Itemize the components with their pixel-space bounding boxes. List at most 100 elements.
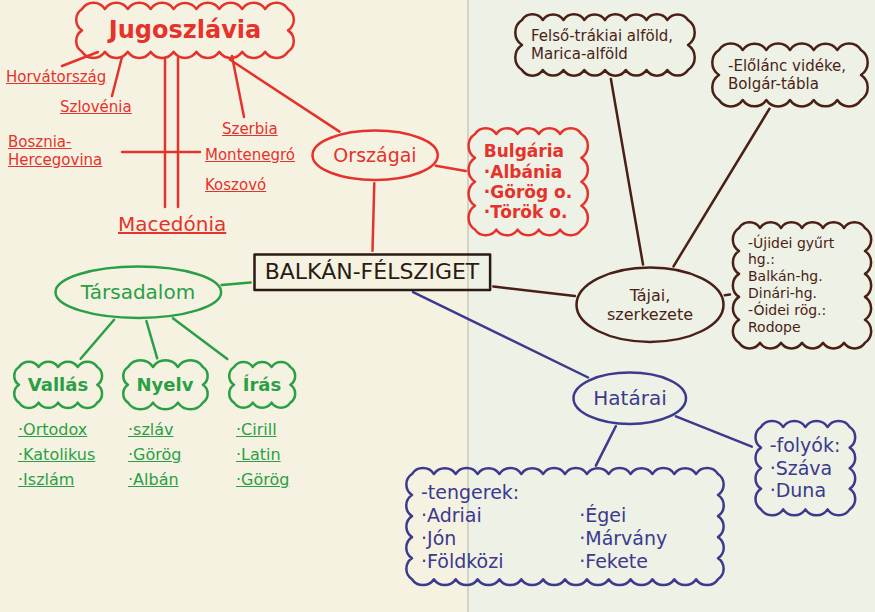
country-label: Koszovó [205,176,266,194]
outline-shape [55,266,221,317]
node-text: ·Albánia [484,162,572,182]
node-text: BALKÁN-FÉLSZIGET [265,259,480,285]
branch-connector [436,166,466,171]
node-content: Bulgária·Albánia·Görög o.·Török o. [484,141,572,223]
branch-line [122,151,200,154]
branch-line [62,52,98,66]
subtopic-cloud: Nyelv [121,360,210,410]
node-text: Nyelv [137,374,194,396]
branch-connector [611,79,643,265]
node-text: Felső-trákiai alföld, [531,27,679,45]
region-cloud: Felső-trákiai alföld,Marica-alföld [515,13,695,77]
region-cloud: -Előlánc vidéke,Bolgár-tábla [712,43,868,107]
list-item: ·Latin [236,445,281,464]
node-content: Jugoszlávia [91,16,279,45]
node-text: Írás [243,374,281,396]
branch-connector [676,416,752,446]
node-content: Tájai, szerkezete [600,286,700,324]
outline-shape [229,362,295,408]
node-text: Tájai, szerkezete [600,286,700,324]
outline-shape [515,14,694,75]
list-item: ·Cirill [236,420,277,439]
topic-oval: Határai [572,371,687,425]
right-page [468,0,875,612]
branch-connector [413,292,588,377]
outline-shape [123,360,207,409]
topic-oval: Társadalom [54,265,223,319]
node-text: ·Márvány [579,527,709,550]
node-text: ·Földközi [421,550,545,573]
country-label: Szerbia [222,120,278,138]
node-content: BALKÁN-FÉLSZIGET [265,259,480,285]
outline-shape [574,372,686,423]
outline-shape [468,129,587,236]
node-text: Rodope [748,319,856,336]
node-text: ·Török o. [484,202,572,222]
branch-line [177,58,180,207]
node-content: -tengerek:·Adriai·Jón·Földközi·Égei·Márv… [421,481,709,572]
node-text: Vallás [28,374,88,396]
node-content: -Újidei gyűrt hg.:Balkán-hg.Dinári-hg.-Ó… [748,235,856,336]
list-item: ·Iszlám [18,470,74,489]
outline-shape [312,130,437,179]
outline-shape [733,222,871,348]
node-text: Bulgária [484,141,572,161]
node-text: Határai [593,386,666,410]
country-label: Montenegró [205,146,295,164]
node-text: ·Égei [579,504,709,527]
branch-connector [373,183,375,251]
country-label: Bosznia-Hercegovina [8,133,120,169]
branch-connector [596,426,616,465]
node-text: ·Száva [770,457,841,480]
branch-connector [725,293,730,296]
node-text: ·Adriai [421,504,545,527]
subtopic-cloud: Írás [227,360,297,410]
node-text: -Óidei rög.: [748,302,856,319]
node-content: Társadalom [81,280,195,304]
topic-oval: Tájai, szerkezete [575,266,725,343]
list-item: ·Görög [236,470,289,489]
node-content: Felső-trákiai alföld,Marica-alföld [531,27,679,63]
list-item: ·Ortodox [18,420,87,439]
outline-shape [712,44,867,107]
branch-connector [493,286,575,296]
node-content: Országai [333,144,416,167]
outline-shape [254,254,490,289]
outline-shape [76,2,294,57]
node-text: -Újidei gyűrt hg.: [748,235,856,269]
node-content: Nyelv [137,374,194,396]
node-content: Határai [593,386,666,410]
node-content: -folyók:·Száva·Duna [770,434,841,502]
list-cloud: -tengerek:·Adriai·Jón·Földközi·Égei·Márv… [405,467,725,586]
node-text: -Előlánc vidéke, [728,57,852,75]
outline-shape [577,268,724,342]
subtopic-cloud: Vallás [12,360,104,410]
branch-connector [146,321,157,358]
list-cloud: Bulgária·Albánia·Görög o.·Török o. [468,127,588,237]
node-text: Marica-alföld [531,45,679,63]
branch-line [112,57,122,96]
node-content: Írás [243,374,281,396]
node-content: -Előlánc vidéke,Bolgár-tábla [728,57,852,93]
country-label: Horvátország [6,68,106,86]
left-page [0,0,468,612]
branch-connector [222,282,251,285]
node-text: ·Duna [770,479,841,502]
list-grid: ·Adriai·Jón·Földközi·Égei·Márvány·Fekete [421,504,709,572]
list-cloud: -folyók:·Száva·Duna [754,420,857,516]
branch-connector [81,320,115,359]
branch-connector [173,318,227,359]
node-text: Jugoszlávia [91,16,279,45]
outline-shape [14,362,102,408]
outline-shape [755,421,855,515]
list-item: ·Katolikus [18,445,95,464]
list-item: ·szláv [128,420,174,439]
heading-cloud: Jugoszlávia [75,2,295,59]
node-content: Vallás [28,374,88,396]
branch-line [164,58,167,207]
country-label: Szlovénia [60,98,132,116]
list-item: ·Albán [128,470,179,489]
node-text: Dinári-hg. [748,285,856,302]
topic-oval: Országai [311,129,439,181]
